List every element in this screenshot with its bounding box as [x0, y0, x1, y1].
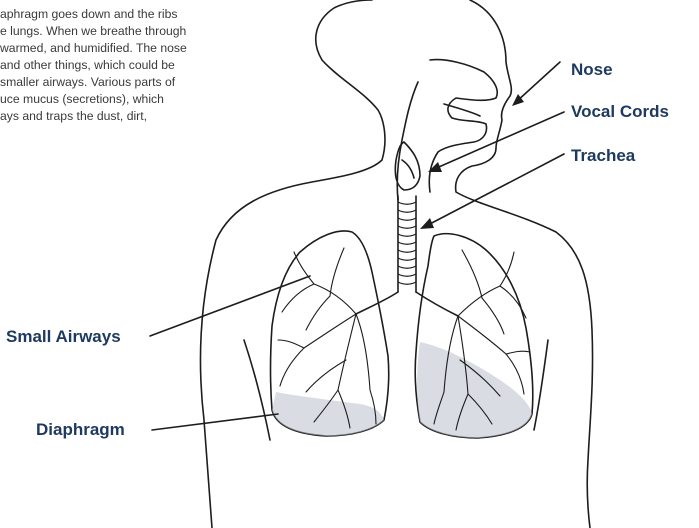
nose-pointer — [516, 62, 560, 102]
pharynx-back-wall — [397, 82, 418, 200]
diaphragm-pointer — [152, 414, 278, 430]
label-vocal-cords: Vocal Cords — [571, 102, 669, 122]
vocal-cords-arrowhead — [428, 162, 442, 172]
vocal-cords-fold — [402, 160, 414, 178]
label-diaphragm: Diaphragm — [36, 420, 125, 440]
shaded-lung-bases — [272, 342, 532, 438]
pointer-arrowheads — [420, 94, 524, 229]
trachea-rings — [398, 202, 416, 284]
trachea-arrowhead — [420, 218, 434, 229]
right-arm-line — [534, 340, 548, 430]
label-small-airways: Small Airways — [6, 327, 121, 347]
vocal-cords-pointer — [432, 112, 564, 170]
body-outline — [200, 0, 592, 528]
nasal-cavity — [429, 60, 497, 192]
trachea-pointer — [426, 154, 564, 226]
label-nose: Nose — [571, 60, 613, 80]
label-trachea: Trachea — [571, 146, 635, 166]
left-arm-line — [244, 340, 270, 440]
